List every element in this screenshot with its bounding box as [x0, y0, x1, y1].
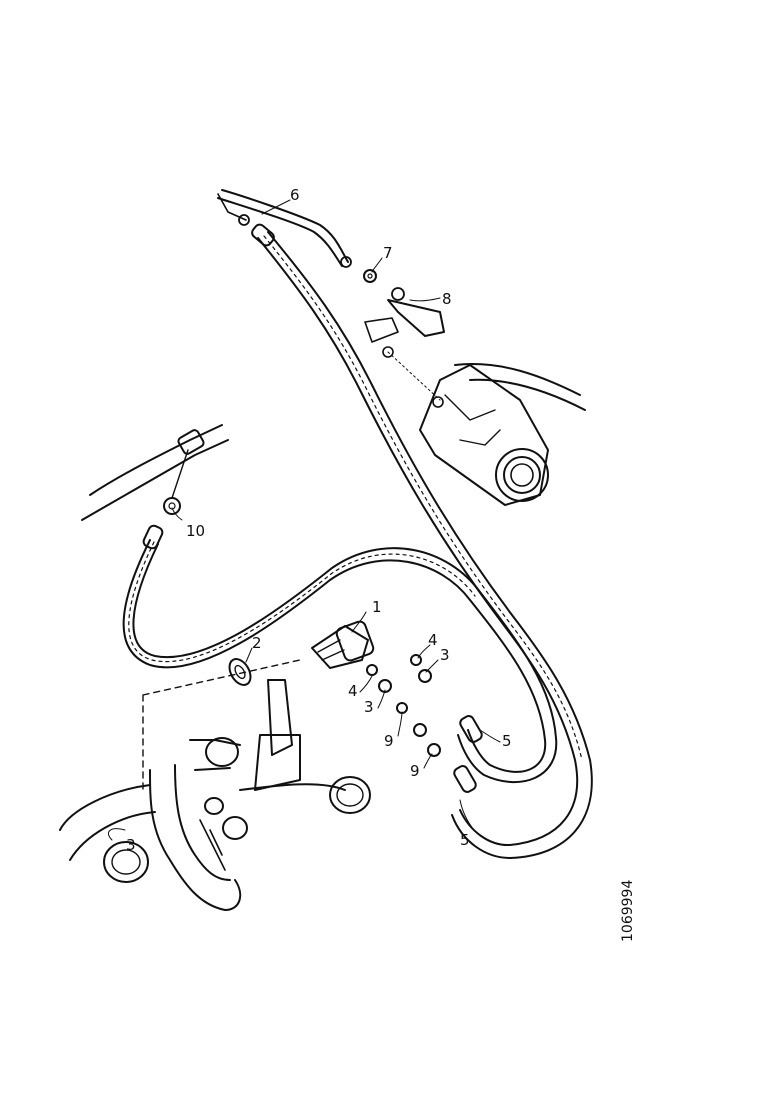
pump-unit — [419, 363, 586, 506]
hose-end-fittings — [142, 223, 483, 793]
callout-labels: 1 2 10 6 7 8 4 3 4 3 9 9 5 5 3 — [126, 186, 512, 854]
fastener-parts — [366, 654, 441, 757]
mount-bracket — [267, 679, 293, 756]
leader-3a — [377, 689, 386, 709]
washer-7 — [363, 269, 377, 283]
rigid-pipe-6 — [217, 189, 352, 268]
hose-end-fitting-5b — [453, 765, 477, 793]
reference-number: 1069994 — [620, 880, 636, 942]
callout-2: 2 — [252, 634, 262, 652]
leader-4b — [417, 644, 431, 659]
leader-lines — [108, 199, 501, 841]
pipe-end-nut — [340, 256, 352, 268]
callout-5a: 5 — [502, 732, 512, 750]
callout-9b: 9 — [410, 762, 420, 780]
callout-5b: 5 — [460, 831, 470, 849]
leader-5b — [459, 799, 475, 831]
nut-3b — [427, 743, 441, 757]
nut-3c — [418, 669, 432, 683]
leader-2 — [245, 647, 253, 663]
hose-end-fitting-5a — [459, 715, 483, 743]
callout-1: 1 — [372, 598, 382, 616]
nut-9b — [413, 723, 427, 737]
bracket-8 — [364, 287, 445, 401]
callout-3-lower: 3 — [126, 836, 136, 854]
callout-9a: 9 — [384, 732, 394, 750]
gasket-2 — [228, 658, 252, 686]
callout-10: 10 — [186, 522, 205, 540]
leader-6 — [261, 199, 291, 215]
callout-8: 8 — [442, 290, 452, 308]
leader-1 — [351, 611, 367, 633]
hose-assembly-5 — [122, 231, 593, 859]
hose-end-fitting-left — [142, 524, 164, 550]
fitting-10 — [163, 497, 181, 515]
leader-9a — [397, 711, 403, 737]
leader-3c — [425, 659, 439, 673]
callout-3c: 3 — [440, 646, 450, 664]
washer-3a — [366, 664, 378, 676]
hose-end-fitting-top — [251, 223, 275, 247]
leader-4a — [359, 675, 373, 693]
leader-7 — [371, 257, 383, 273]
pipe-nut — [238, 214, 250, 226]
pipe-left-10 — [81, 424, 229, 521]
callout-3a: 3 — [364, 698, 374, 716]
callout-7: 7 — [383, 244, 393, 262]
callout-4b: 4 — [428, 631, 438, 649]
leader-8 — [409, 297, 441, 302]
leader-5a — [479, 729, 501, 743]
leader-9b — [423, 753, 433, 769]
leader-3-lower — [108, 828, 126, 841]
callout-4a: 4 — [348, 682, 358, 700]
alignment-line — [142, 659, 301, 791]
washer-4b — [410, 654, 422, 666]
leader-10 — [171, 507, 183, 521]
nut-4a — [378, 679, 392, 693]
callout-6: 6 — [290, 186, 300, 204]
lower-housing-assembly — [59, 679, 371, 911]
sensor-switch-1 — [311, 620, 375, 669]
